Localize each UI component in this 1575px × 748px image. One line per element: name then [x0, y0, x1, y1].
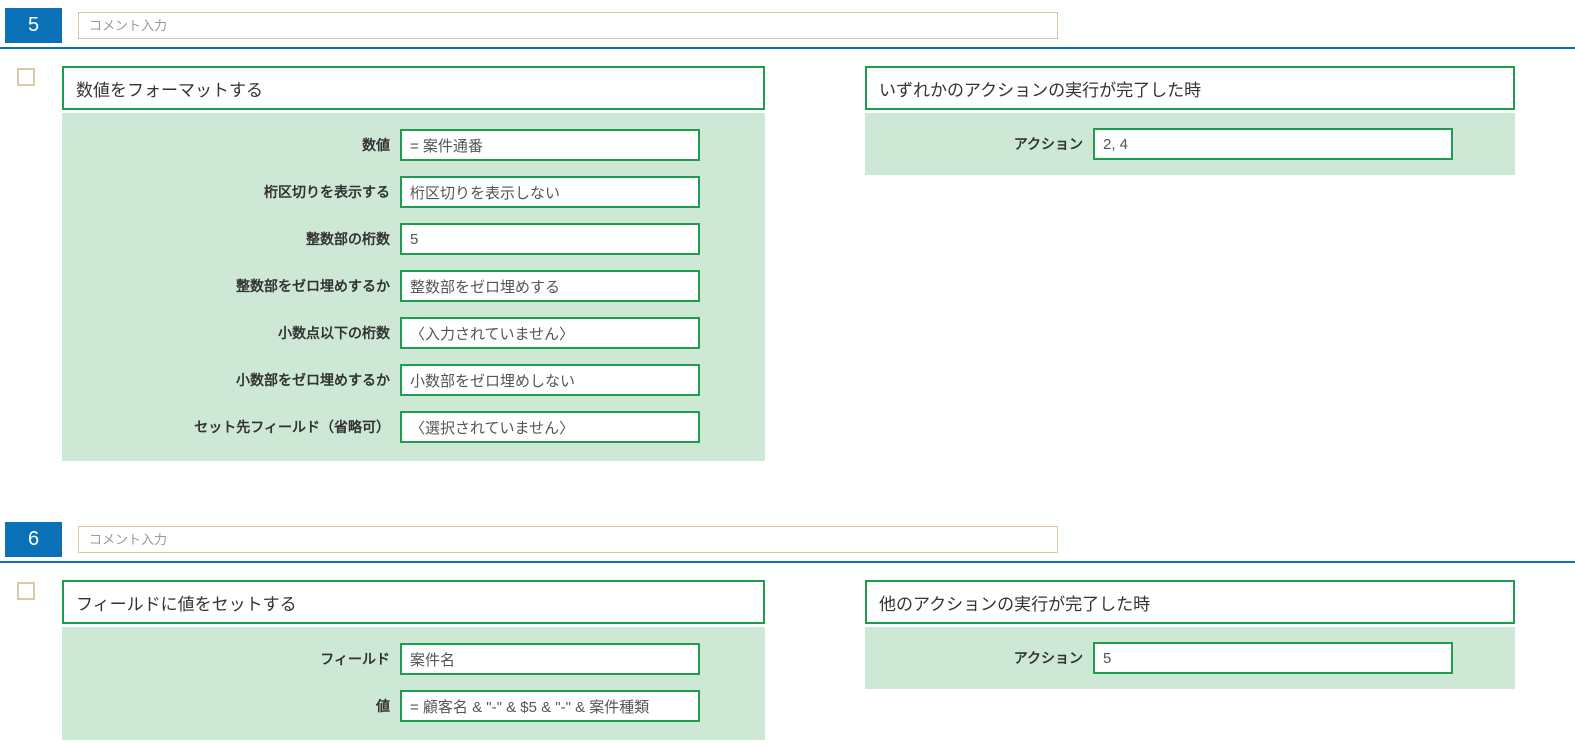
field-value[interactable]: 2, 4 — [1093, 128, 1453, 160]
field-row: フィールド 案件名 — [62, 643, 765, 675]
field-label: 数値 — [362, 137, 390, 153]
field-value[interactable]: 案件名 — [400, 643, 700, 675]
step-divider — [0, 561, 1575, 563]
field-row: 桁区切りを表示する 桁区切りを表示しない — [62, 176, 765, 208]
field-label: 整数部をゼロ埋めするか — [236, 278, 390, 294]
action-title[interactable]: フィールドに値をセットする — [62, 580, 765, 624]
trigger-fields: アクション 5 — [865, 627, 1515, 689]
step-checkbox[interactable] — [17, 582, 35, 600]
trigger-title[interactable]: いずれかのアクションの実行が完了した時 — [865, 66, 1515, 110]
trigger-title[interactable]: 他のアクションの実行が完了した時 — [865, 580, 1515, 624]
step-6: 6 フィールドに値をセットする フィールド 案件名 値 = 顧客名 & "-" … — [0, 514, 1575, 748]
field-value[interactable]: = 案件通番 — [400, 129, 700, 161]
field-label: セット先フィールド（省略可） — [194, 419, 390, 435]
field-value[interactable]: 桁区切りを表示しない — [400, 176, 700, 208]
field-label: 小数部をゼロ埋めするか — [236, 372, 390, 388]
field-row: アクション 2, 4 — [865, 128, 1515, 160]
step-checkbox[interactable] — [17, 68, 35, 86]
field-label: 桁区切りを表示する — [264, 184, 390, 200]
field-row: 整数部をゼロ埋めするか 整数部をゼロ埋めする — [62, 270, 765, 302]
action-title[interactable]: 数値をフォーマットする — [62, 66, 765, 110]
trigger-box: 他のアクションの実行が完了した時 アクション 5 — [865, 580, 1515, 689]
field-value[interactable]: 整数部をゼロ埋めする — [400, 270, 700, 302]
field-row: アクション 5 — [865, 642, 1515, 674]
step-number-badge: 5 — [5, 8, 62, 43]
field-value[interactable]: 5 — [400, 223, 700, 255]
action-fields: 数値 = 案件通番 桁区切りを表示する 桁区切りを表示しない 整数部の桁数 5 … — [62, 113, 765, 461]
trigger-fields: アクション 2, 4 — [865, 113, 1515, 175]
field-value[interactable]: = 顧客名 & "-" & $5 & "-" & 案件種類 — [400, 690, 700, 722]
field-label: フィールド — [320, 651, 390, 667]
field-row: 整数部の桁数 5 — [62, 223, 765, 255]
field-label: 小数点以下の桁数 — [278, 325, 390, 341]
field-label: 整数部の桁数 — [306, 231, 390, 247]
field-row: セット先フィールド（省略可） 〈選択されていません〉 — [62, 411, 765, 443]
field-row: 小数部をゼロ埋めするか 小数部をゼロ埋めしない — [62, 364, 765, 396]
action-fields: フィールド 案件名 値 = 顧客名 & "-" & $5 & "-" & 案件種… — [62, 627, 765, 740]
field-label: アクション — [1013, 136, 1083, 152]
field-label: アクション — [1013, 650, 1083, 666]
step-5: 5 数値をフォーマットする 数値 = 案件通番 桁区切りを表示する 桁区切りを表… — [0, 8, 1575, 461]
field-value[interactable]: 5 — [1093, 642, 1453, 674]
step-number-badge: 6 — [5, 522, 62, 557]
field-row: 値 = 顧客名 & "-" & $5 & "-" & 案件種類 — [62, 690, 765, 722]
field-value[interactable]: 〈選択されていません〉 — [400, 411, 700, 443]
action-box: 数値をフォーマットする 数値 = 案件通番 桁区切りを表示する 桁区切りを表示し… — [62, 66, 765, 461]
field-row: 数値 = 案件通番 — [62, 129, 765, 161]
field-value[interactable]: 小数部をゼロ埋めしない — [400, 364, 700, 396]
field-row: 小数点以下の桁数 〈入力されていません〉 — [62, 317, 765, 349]
action-box: フィールドに値をセットする フィールド 案件名 値 = 顧客名 & "-" & … — [62, 580, 765, 740]
comment-input[interactable] — [78, 12, 1058, 39]
trigger-box: いずれかのアクションの実行が完了した時 アクション 2, 4 — [865, 66, 1515, 175]
step-divider — [0, 47, 1575, 49]
comment-input[interactable] — [78, 526, 1058, 553]
field-value[interactable]: 〈入力されていません〉 — [400, 317, 700, 349]
field-label: 値 — [376, 698, 390, 714]
